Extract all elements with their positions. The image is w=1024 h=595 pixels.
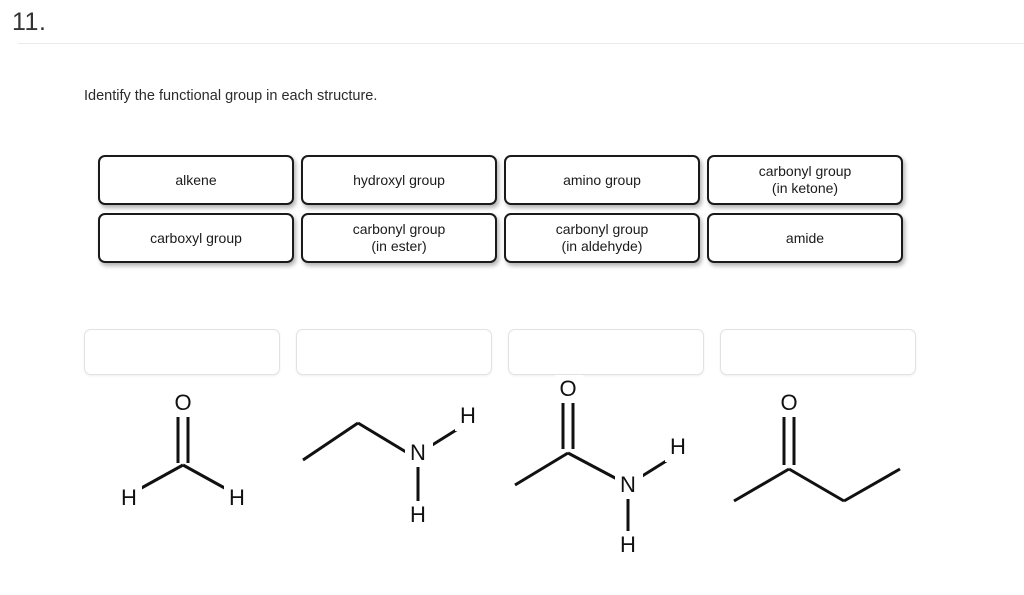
choice-tile-hydroxyl-group[interactable]: hydroxyl group: [301, 155, 497, 205]
dropzone-1[interactable]: [84, 329, 280, 375]
atom-label-hydrogen-left: H: [121, 485, 137, 510]
atom-label-hydrogen-right: H: [229, 485, 245, 510]
structure-butanone: O: [720, 375, 920, 525]
dropzone-2[interactable]: [296, 329, 492, 375]
choice-row-2: carboxyl group carbonyl group (in ester)…: [98, 213, 918, 263]
prompt-text: Identify the functional group in each st…: [84, 88, 378, 104]
atom-label-nitrogen: N: [620, 472, 636, 497]
answer-choice-bank: alkene hydroxyl group amino group carbon…: [98, 155, 918, 271]
atom-label-oxygen: O: [174, 390, 191, 415]
structure-ethylamine: N H H: [295, 375, 505, 540]
atom-label-hydrogen-upper: H: [460, 403, 476, 428]
dropzone-row: [84, 329, 916, 375]
choice-tile-carbonyl-group-aldehyde[interactable]: carbonyl group (in aldehyde): [504, 213, 700, 263]
atom-label-oxygen: O: [559, 376, 576, 401]
atom-label-hydrogen-lower: H: [410, 502, 426, 527]
atom-label-nitrogen: N: [410, 440, 426, 465]
choice-tile-carbonyl-group-ester[interactable]: carbonyl group (in ester): [301, 213, 497, 263]
choice-tile-carbonyl-group-ketone[interactable]: carbonyl group (in ketone): [707, 155, 903, 205]
dropzone-4[interactable]: [720, 329, 916, 375]
structure-formaldehyde: O H H: [100, 375, 280, 535]
header-divider: [18, 43, 1024, 44]
atom-label-hydrogen-upper: H: [670, 434, 686, 459]
choice-tile-carboxyl-group[interactable]: carboxyl group: [98, 213, 294, 263]
choice-tile-amino-group[interactable]: amino group: [504, 155, 700, 205]
choice-tile-alkene[interactable]: alkene: [98, 155, 294, 205]
choice-row-1: alkene hydroxyl group amino group carbon…: [98, 155, 918, 205]
atom-label-hydrogen-lower: H: [620, 532, 636, 557]
structure-acetamide: O N H H: [505, 375, 720, 570]
dropzone-3[interactable]: [508, 329, 704, 375]
question-number: 11.: [12, 8, 47, 36]
choice-tile-amide[interactable]: amide: [707, 213, 903, 263]
structure-row: O H H N H H: [0, 375, 1024, 595]
atom-label-oxygen: O: [780, 390, 797, 415]
